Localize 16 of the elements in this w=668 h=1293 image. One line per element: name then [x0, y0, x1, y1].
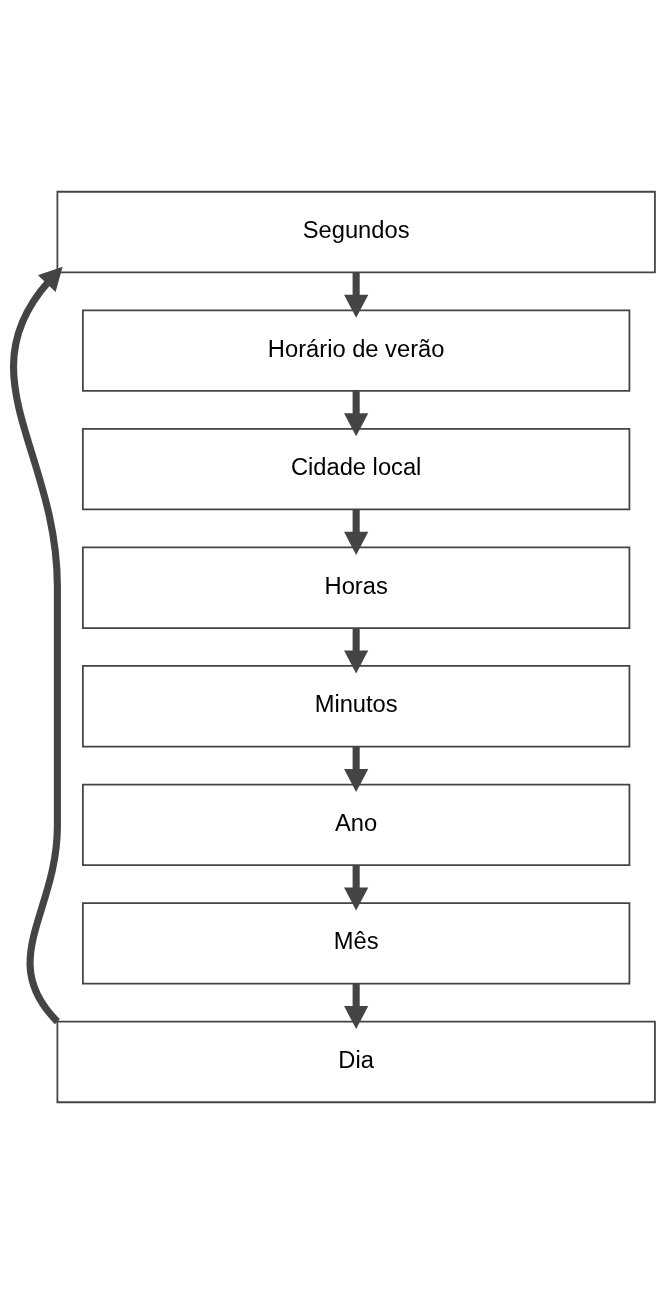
arrow — [344, 390, 369, 436]
node-box: Cidade local — [82, 427, 631, 510]
node-box: Segundos — [56, 190, 656, 273]
arrow — [344, 509, 369, 555]
node-box: Dia — [56, 1020, 656, 1103]
node-box: Horário de verão — [82, 308, 631, 392]
arrow — [344, 627, 369, 673]
arrow — [344, 864, 369, 911]
node-box: Mês — [82, 901, 631, 985]
arrow — [10, 266, 63, 1024]
node-box: Horas — [82, 546, 631, 629]
arrow — [344, 983, 369, 1029]
node-box: Ano — [82, 783, 631, 866]
node-box: Minutos — [82, 664, 631, 747]
arrow — [344, 272, 369, 318]
arrow — [344, 746, 369, 792]
